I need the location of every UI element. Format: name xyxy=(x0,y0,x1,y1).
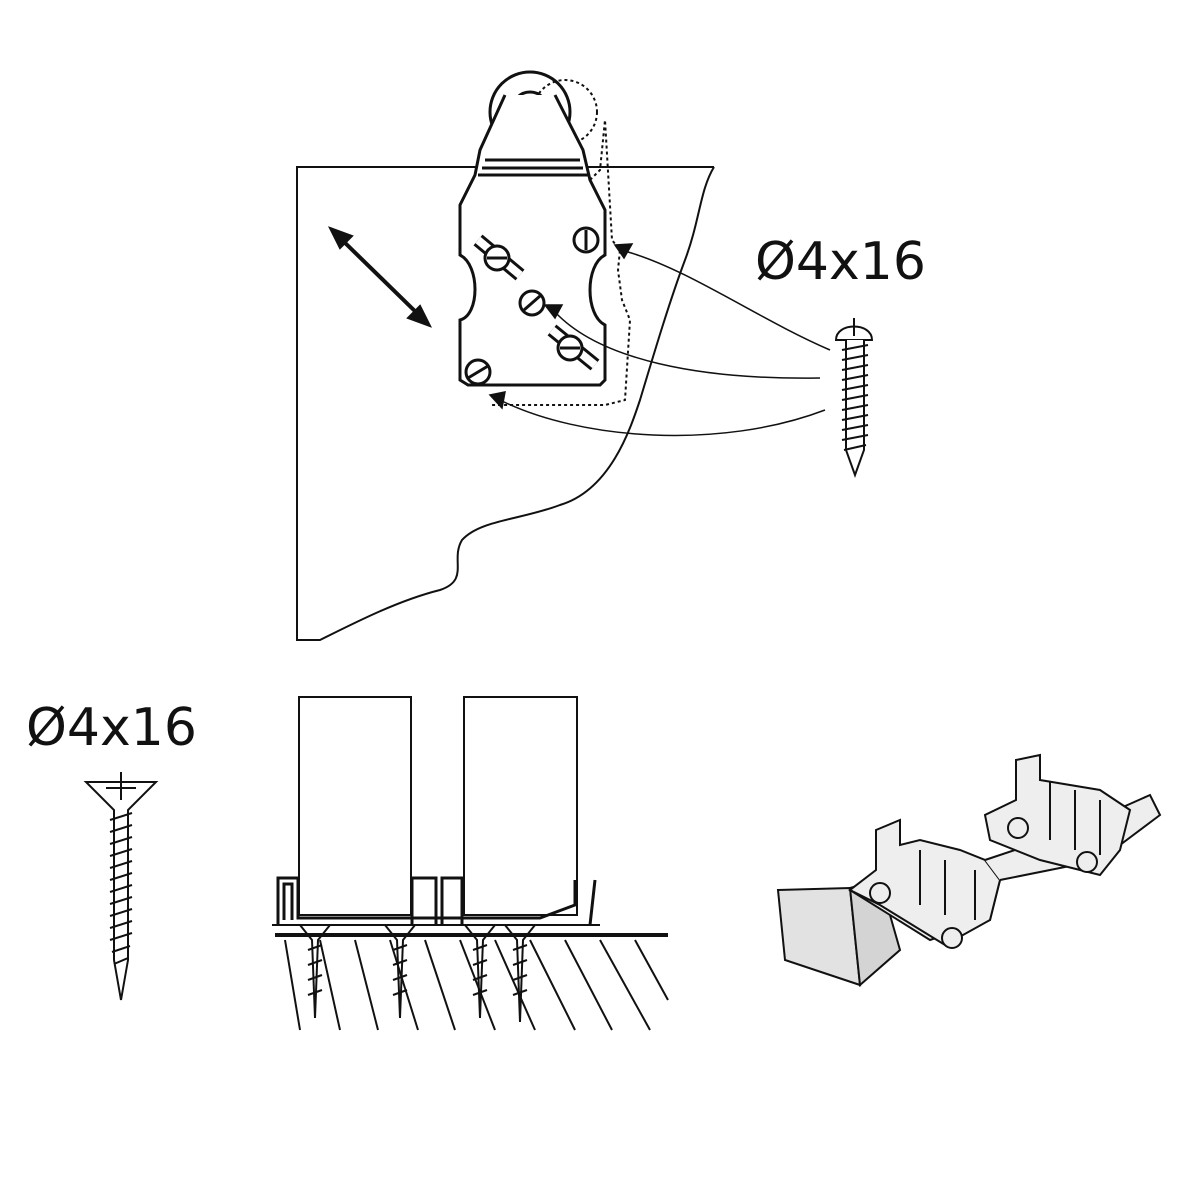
adjust-direction-arrow xyxy=(327,226,433,328)
screw-placement-arrows xyxy=(488,243,831,437)
door-panel-right xyxy=(463,696,578,916)
countersunk-screw-icon xyxy=(83,772,159,1001)
bottom-screw-spec-label: Ø4x16 xyxy=(26,698,197,758)
floor-section xyxy=(272,924,669,1031)
door-guide-part xyxy=(776,753,1162,988)
door-panel-outline xyxy=(296,166,715,641)
floor-guide-profiles xyxy=(276,876,597,926)
top-screw-spec-label: Ø4x16 xyxy=(755,232,926,292)
door-panel-left xyxy=(298,696,412,916)
floor-screws xyxy=(297,924,538,1023)
adjust-slots xyxy=(464,226,600,386)
pan-head-screw-icon xyxy=(834,318,874,478)
